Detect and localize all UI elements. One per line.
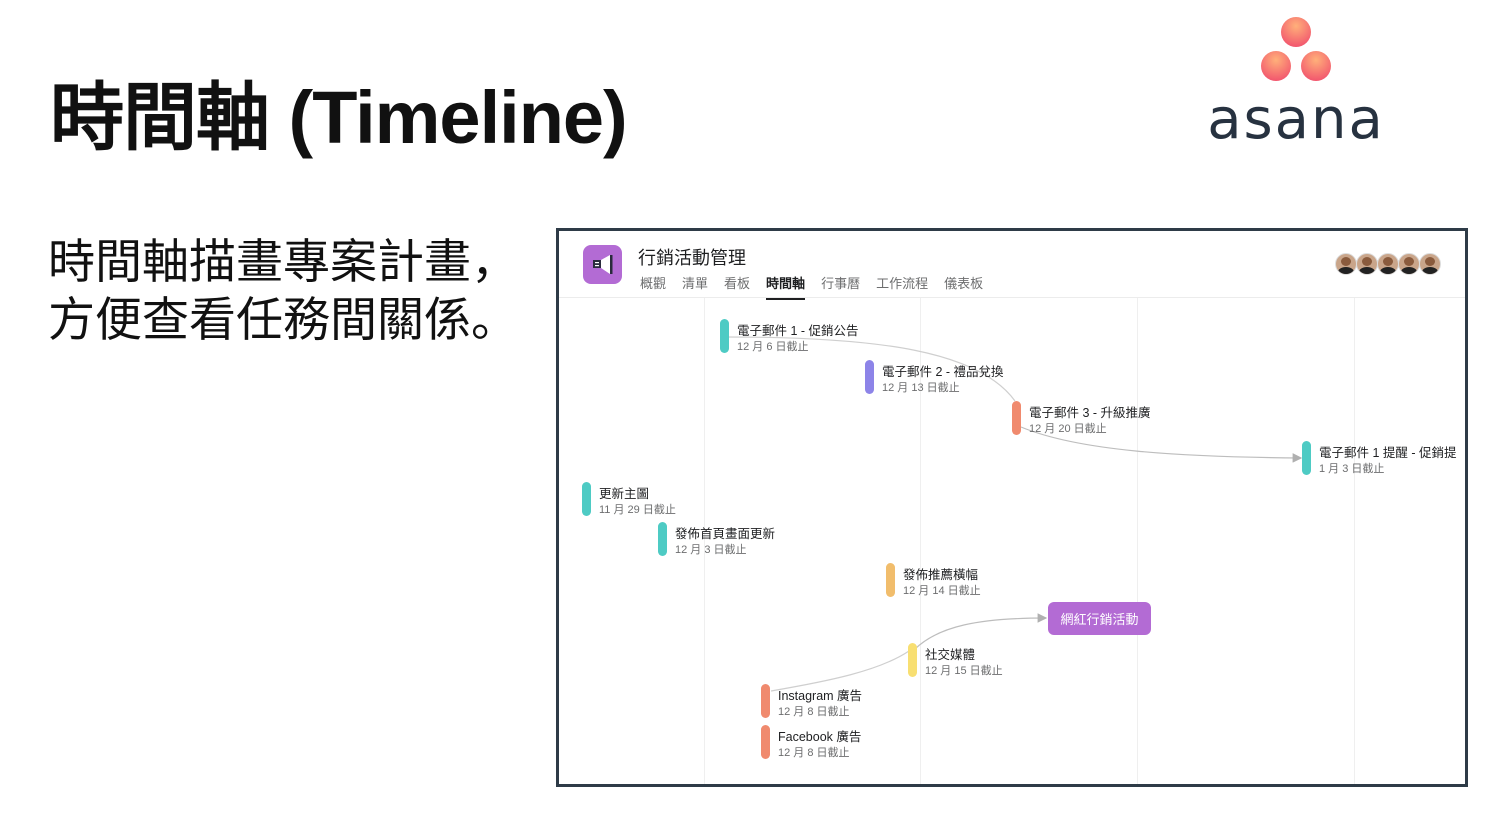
avatar[interactable] bbox=[1356, 253, 1378, 275]
tab-board[interactable]: 看板 bbox=[724, 276, 751, 291]
task-bar[interactable] bbox=[865, 360, 874, 394]
tab-timeline[interactable]: 時間軸 bbox=[766, 273, 806, 300]
task-due-date: 12 月 6 日截止 bbox=[737, 341, 809, 353]
tab-calendar[interactable]: 行事曆 bbox=[821, 276, 861, 291]
task-name: 電子郵件 1 提醒 - 促銷提 bbox=[1319, 446, 1457, 460]
task-bar[interactable] bbox=[761, 684, 770, 718]
grid-line bbox=[920, 298, 921, 784]
task-due-date: 12 月 8 日截止 bbox=[778, 747, 850, 759]
task-name: 發佈推薦橫幅 bbox=[903, 568, 979, 582]
asana-logo: asana bbox=[1200, 14, 1400, 152]
task-bar[interactable] bbox=[908, 643, 917, 677]
task-name: 電子郵件 2 - 禮品兌換 bbox=[882, 365, 1004, 379]
task-due-date: 12 月 13 日截止 bbox=[882, 382, 960, 394]
task-due-date: 11 月 29 日截止 bbox=[599, 504, 676, 516]
task-name: Instagram 廣告 bbox=[778, 689, 863, 703]
timeline-screenshot: 行銷活動管理 概觀 清單 看板 時間軸 行事曆 工作流程 儀表板 電子郵件 1 … bbox=[556, 228, 1468, 787]
project-members[interactable] bbox=[1335, 253, 1441, 275]
task-bar[interactable] bbox=[658, 522, 667, 556]
task-name: Facebook 廣告 bbox=[778, 730, 862, 744]
asana-logo-mark: asana bbox=[1207, 17, 1385, 152]
svg-text:asana: asana bbox=[1207, 87, 1385, 149]
task-bar[interactable] bbox=[886, 563, 895, 597]
tab-workflow[interactable]: 工作流程 bbox=[876, 276, 929, 291]
grid-line bbox=[1137, 298, 1138, 784]
slide-title: 時間軸 (Timeline) bbox=[50, 76, 628, 159]
milestone-influencer-campaign[interactable]: 網紅行銷活動 bbox=[1048, 602, 1151, 635]
avatar[interactable] bbox=[1335, 253, 1357, 275]
task-bar[interactable] bbox=[1302, 441, 1311, 475]
dependency-line bbox=[770, 650, 910, 692]
dependency-lines bbox=[726, 336, 1303, 692]
task-name: 電子郵件 3 - 升級推廣 bbox=[1029, 406, 1151, 420]
grid-line bbox=[1354, 298, 1355, 784]
project-tabs: 概觀 清單 看板 時間軸 行事曆 工作流程 儀表板 bbox=[640, 273, 983, 300]
task-due-date: 12 月 14 日截止 bbox=[903, 585, 981, 597]
avatar[interactable] bbox=[1419, 253, 1441, 275]
dependency-line bbox=[1020, 426, 1303, 463]
task-bar[interactable] bbox=[720, 319, 729, 353]
body-line-1: 時間軸描畫專案計畫， bbox=[48, 235, 518, 290]
task-bar[interactable] bbox=[582, 482, 591, 516]
task-name: 更新主圖 bbox=[599, 487, 650, 501]
tab-list[interactable]: 清單 bbox=[682, 276, 709, 291]
task-due-date: 12 月 15 日截止 bbox=[925, 665, 1003, 677]
tab-overview[interactable]: 概觀 bbox=[640, 276, 667, 291]
body-line-2: 方便查看任務間關係。 bbox=[48, 293, 518, 348]
project-title: 行銷活動管理 bbox=[638, 248, 746, 268]
task-bar[interactable] bbox=[1012, 401, 1021, 435]
task-name: 發佈首頁畫面更新 bbox=[675, 527, 776, 541]
task-due-date: 12 月 20 日截止 bbox=[1029, 423, 1107, 435]
dependency-line bbox=[726, 336, 1016, 402]
task-bar[interactable] bbox=[761, 725, 770, 759]
project-header: 行銷活動管理 概觀 清單 看板 時間軸 行事曆 工作流程 儀表板 bbox=[559, 231, 1465, 300]
tab-dashboard[interactable]: 儀表板 bbox=[944, 276, 984, 291]
dependency-line bbox=[914, 613, 1048, 650]
task-due-date: 12 月 3 日截止 bbox=[675, 544, 747, 556]
megaphone-icon bbox=[583, 245, 622, 284]
task-name: 社交媒體 bbox=[925, 648, 976, 662]
task-due-date: 12 月 8 日截止 bbox=[778, 706, 850, 718]
task-name: 電子郵件 1 - 促銷公告 bbox=[737, 324, 859, 338]
task-due-date: 1 月 3 日截止 bbox=[1319, 463, 1385, 475]
slide-body: 時間軸描畫專案計畫， 方便查看任務間關係。 bbox=[48, 234, 518, 350]
grid-line bbox=[704, 298, 705, 784]
